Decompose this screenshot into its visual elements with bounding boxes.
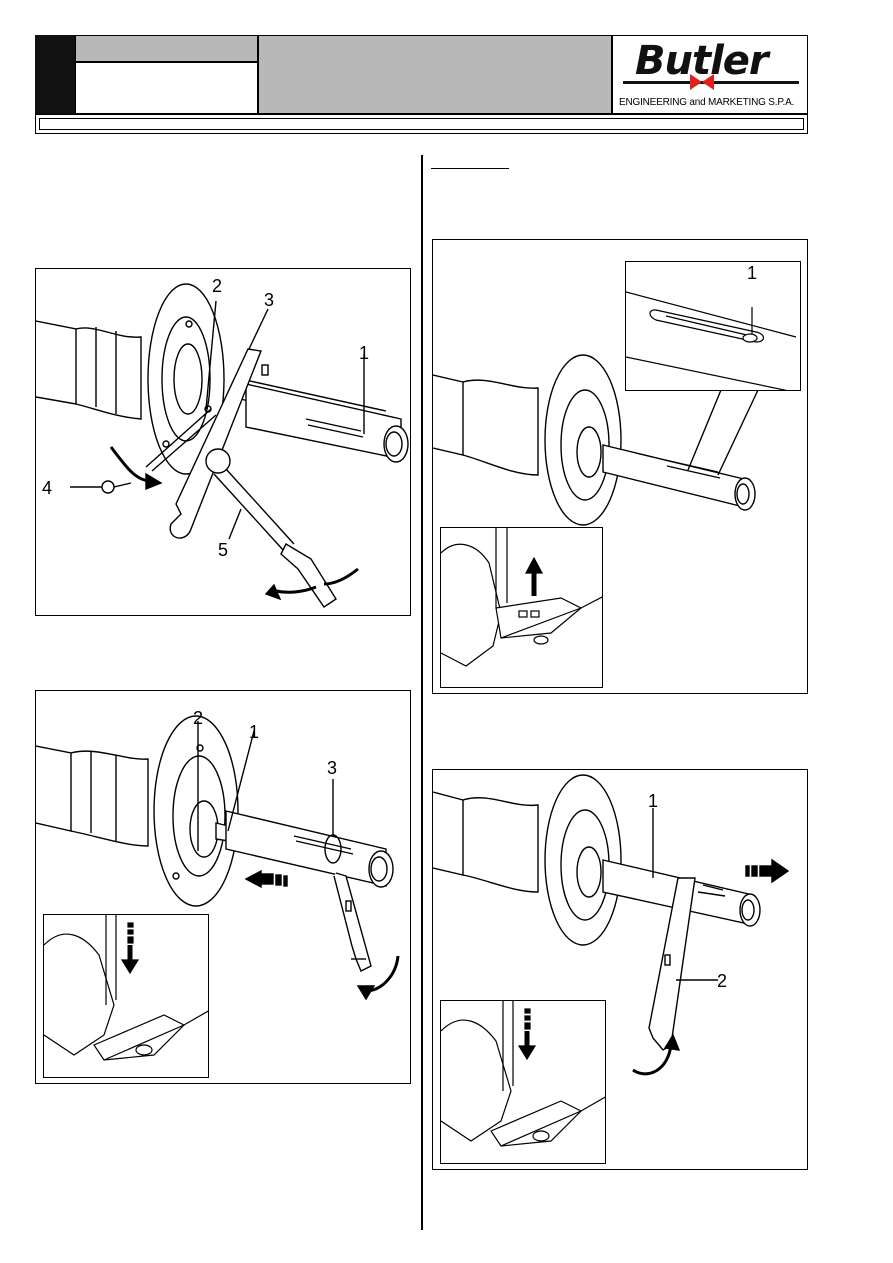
- callout-2: 2: [717, 971, 728, 991]
- heading-underline: [431, 168, 509, 169]
- header-cell-grey-small: [75, 35, 258, 62]
- logo-bowtie-icon: [623, 74, 799, 90]
- figure-a: 2 3 1 4 5: [35, 268, 411, 616]
- callout-1: 1: [747, 263, 758, 283]
- pedal-inset: [440, 527, 603, 688]
- callout-5: 5: [218, 540, 229, 560]
- header-cell-white: [75, 62, 258, 114]
- pedal-inset: [440, 1000, 606, 1164]
- header-cell-grey-wide: [258, 35, 612, 114]
- callout-1: 1: [359, 343, 370, 363]
- figure-c: 1: [432, 239, 808, 694]
- logo-wordmark: Butler: [635, 38, 769, 84]
- callout-3: 3: [327, 758, 338, 778]
- butler-logo: Butler ENGINEERING and MARKETING S.P.A.: [612, 35, 808, 114]
- header-black-tab: [35, 35, 75, 114]
- callout-4: 4: [42, 478, 53, 498]
- callout-1: 1: [249, 722, 260, 742]
- callout-1: 1: [648, 791, 659, 811]
- pedal-inset: [43, 914, 209, 1078]
- figure-d: 1 2: [432, 769, 808, 1170]
- callout-2: 2: [193, 708, 204, 728]
- callout-3: 3: [264, 290, 275, 310]
- header-strip: [35, 114, 808, 134]
- column-divider: [421, 155, 423, 1230]
- detail-inset: 1: [625, 261, 801, 391]
- callout-2: 2: [212, 276, 223, 296]
- logo-subtitle: ENGINEERING and MARKETING S.P.A.: [619, 97, 795, 108]
- figure-b: 2 1 3: [35, 690, 411, 1084]
